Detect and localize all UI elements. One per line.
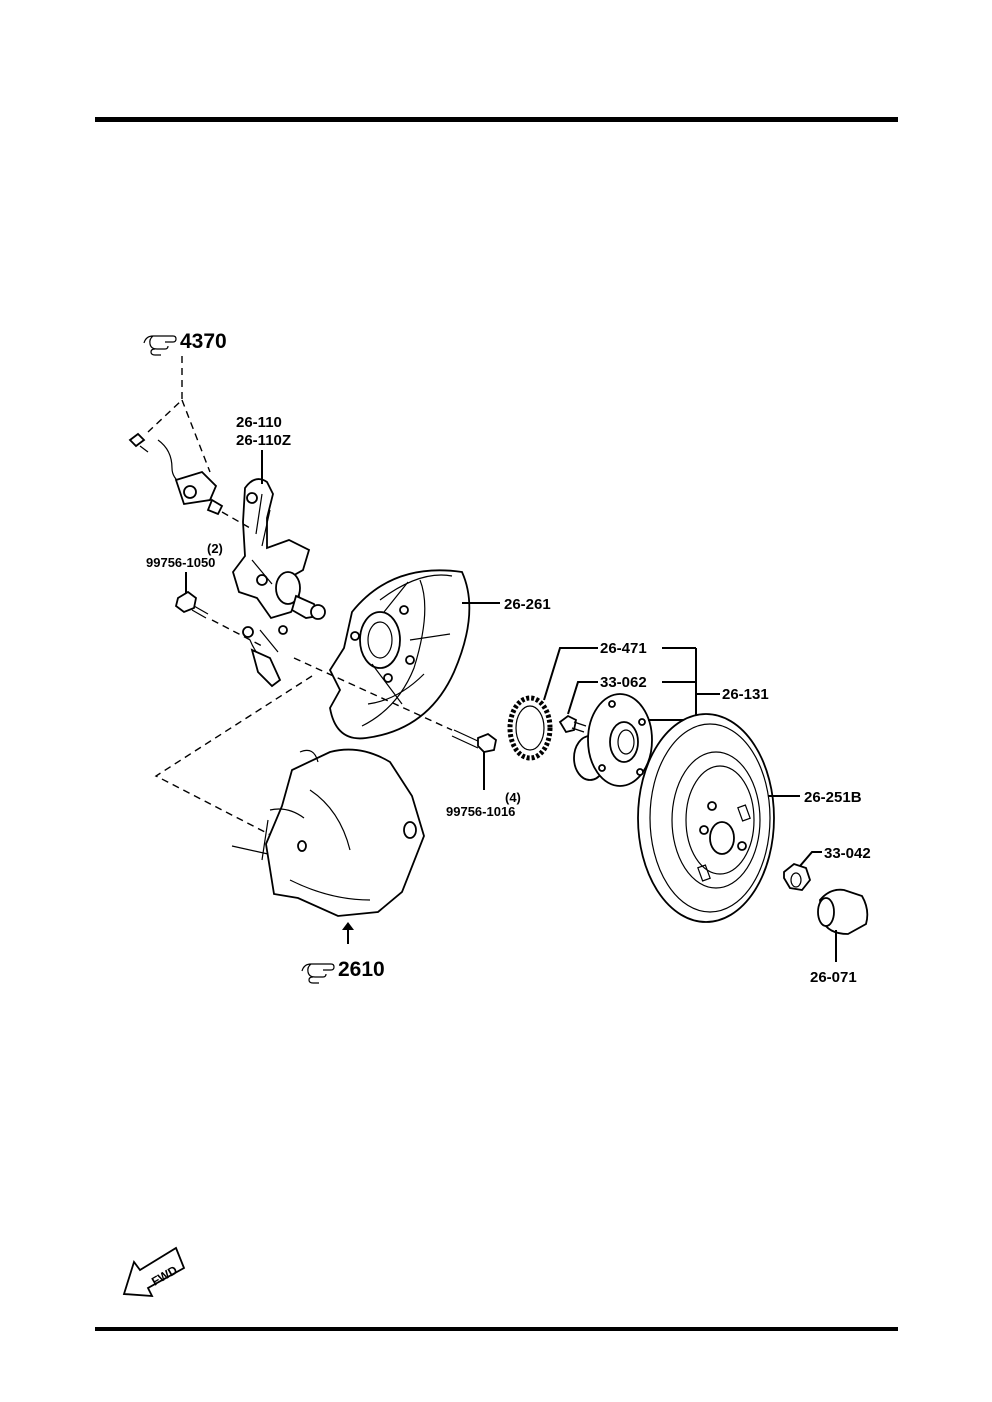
label-bolt-1016-qty: (4) xyxy=(505,790,521,805)
label-bolt-1050-qty: (2) xyxy=(207,541,223,556)
bracket-26-131 xyxy=(648,648,697,721)
label-33-042: 33-042 xyxy=(824,845,871,862)
wheel-hub xyxy=(573,693,653,787)
label-26-110z: 26-110Z xyxy=(236,432,291,449)
hub-bolt xyxy=(558,714,587,734)
dust-cover xyxy=(328,569,471,740)
ref-2610-label: 2610 xyxy=(338,958,385,981)
arrow-2610 xyxy=(342,922,354,930)
label-26-471: 26-471 xyxy=(600,640,647,657)
leader-sensor-knuckle xyxy=(221,511,251,529)
leader-bolt-1050-path xyxy=(211,619,263,647)
label-26-251b: 26-251B xyxy=(804,789,862,806)
bolt-99756-1016 xyxy=(451,729,497,753)
leader-33-042 xyxy=(799,851,822,867)
reference-2610[interactable]: 2610 xyxy=(301,958,385,984)
label-33-062: 33-062 xyxy=(600,674,647,691)
brake-disc xyxy=(637,713,775,923)
knuckle xyxy=(232,478,326,688)
abs-sensor xyxy=(128,432,224,516)
pointing-hand-icon xyxy=(301,963,335,984)
lock-nut xyxy=(783,862,812,891)
caliper xyxy=(231,748,425,917)
label-26-110: 26-110 xyxy=(236,414,282,431)
leader-26-471 xyxy=(543,647,598,701)
leader-bolt-1016-path xyxy=(293,657,453,731)
leader-33-062 xyxy=(567,681,598,715)
label-26-261: 26-261 xyxy=(504,596,551,613)
pointing-hand-icon xyxy=(143,335,177,356)
hub-cap xyxy=(817,888,869,935)
ref-4370-label: 4370 xyxy=(180,330,227,353)
label-bolt-1016: 99756-1016 xyxy=(446,804,515,819)
top-rule xyxy=(95,117,898,122)
bolt-99756-1050 xyxy=(174,590,209,619)
label-bolt-1050: 99756-1050 xyxy=(146,555,215,570)
leader-4370-a xyxy=(147,356,183,433)
abs-ring xyxy=(507,695,553,761)
leader-4370-b xyxy=(181,399,211,473)
label-26-131: 26-131 xyxy=(722,686,769,703)
bottom-rule xyxy=(95,1327,898,1331)
label-26-071: 26-071 xyxy=(810,969,857,986)
leader-caliper-dash xyxy=(154,675,313,849)
reference-4370[interactable]: 4370 xyxy=(143,330,227,356)
fwd-arrow-icon: FWD xyxy=(122,1246,186,1298)
